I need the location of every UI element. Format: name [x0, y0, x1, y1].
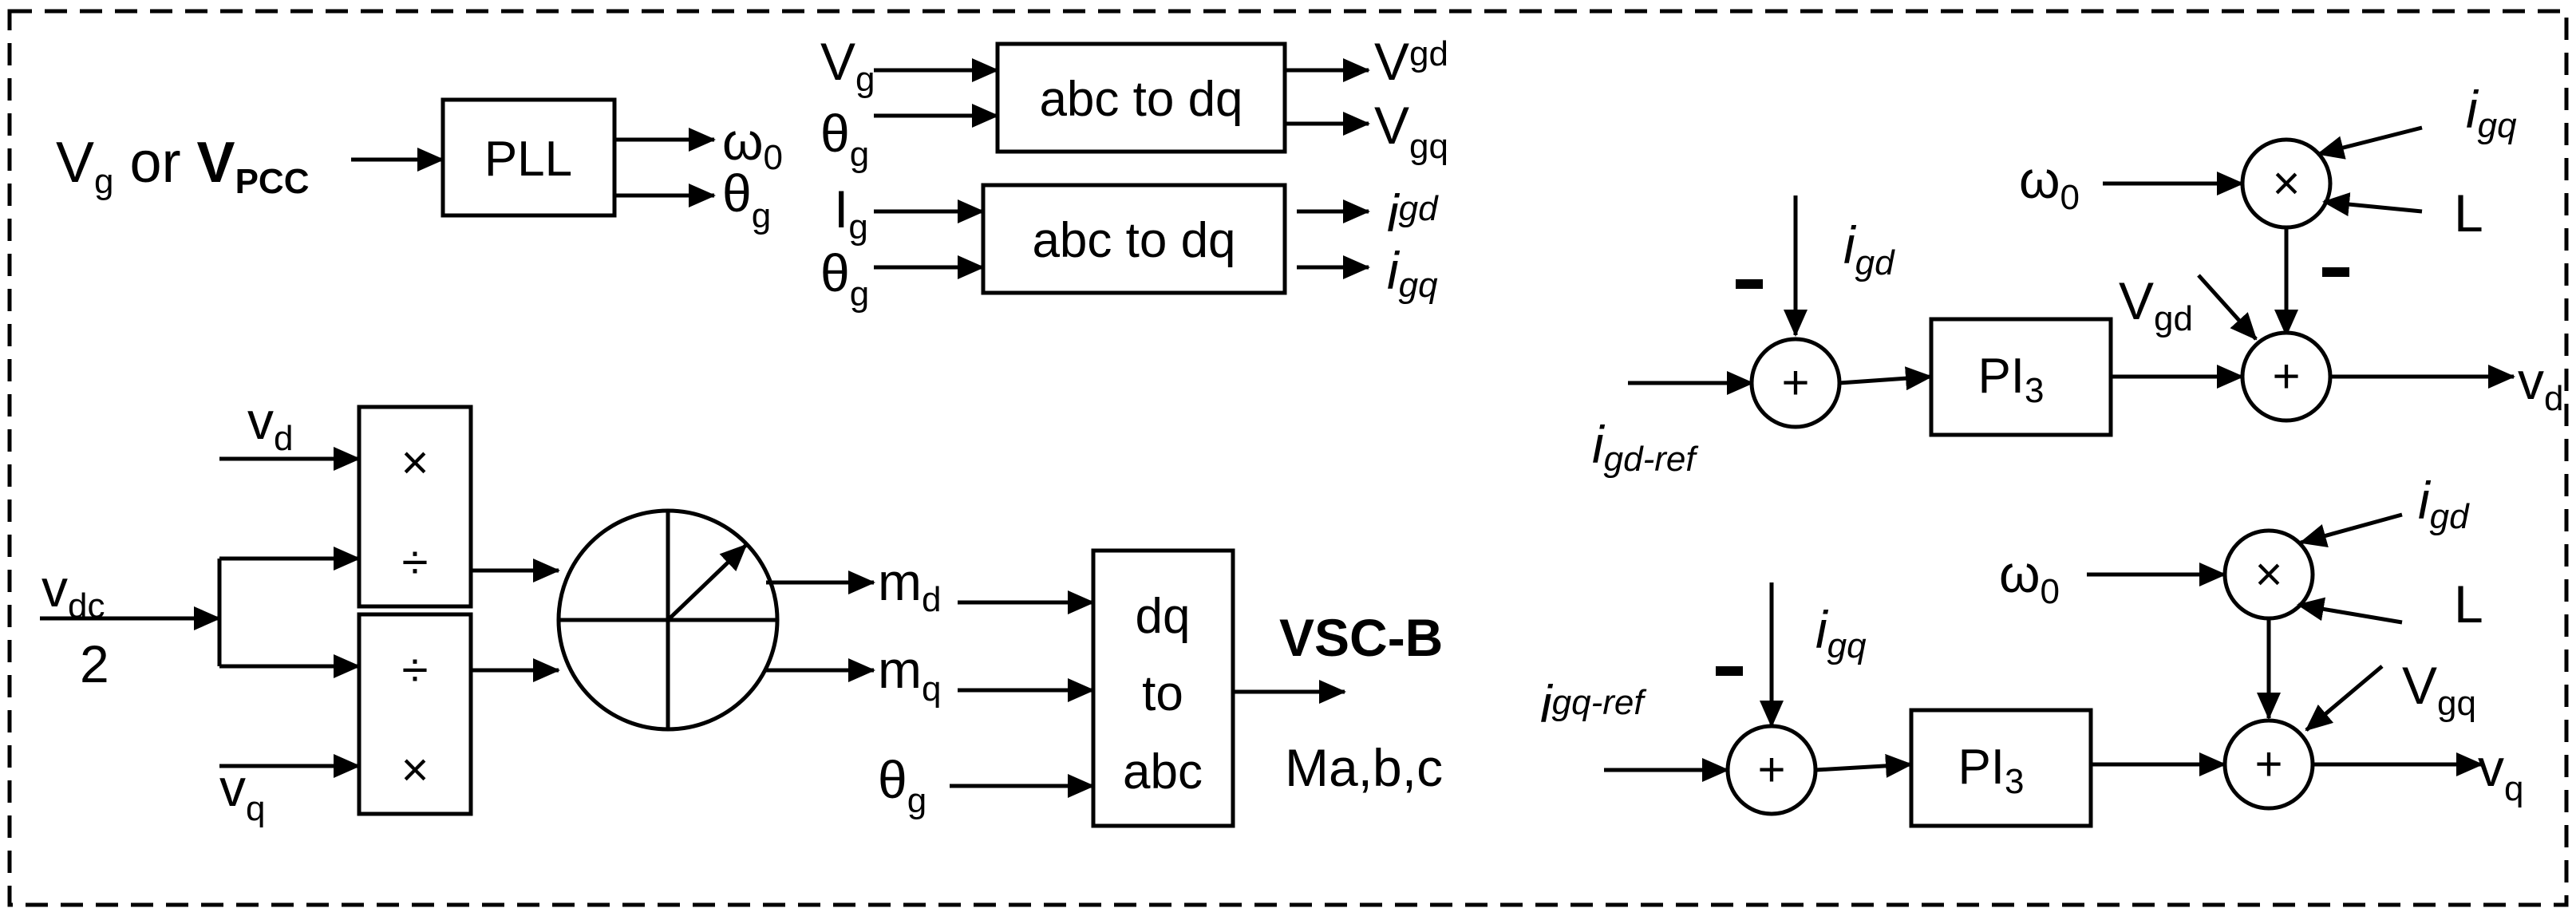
abc-to-dq-current-section: Ig θg abc to dq igd igq [820, 180, 1439, 314]
q-cross-mult-symbol: × [2254, 547, 2282, 601]
mq-label: mq [878, 640, 941, 709]
d-cross-mult-symbol: × [2272, 156, 2300, 210]
div-q-symbol: ÷ [402, 643, 429, 697]
pll-input-label: Vg or VPCC [56, 131, 309, 201]
abcdq-v-block [995, 41, 1287, 154]
modulation-section: vd vq vdc 2 × ÷ ÷ × md mq θg dq to abc [40, 391, 1443, 828]
q-error-sum-symbol: + [1757, 743, 1785, 796]
abc-to-dq-voltage-section: Vg θg abc to dq Vgd Vgq [820, 32, 1448, 174]
q-ref-label: igq-ref [1540, 674, 1647, 733]
abcdq-v-in1-label: Vg [820, 32, 875, 99]
d-i-cross-arrow [2317, 125, 2423, 160]
mult-d-symbol: × [401, 436, 429, 489]
d-ref-label: igd-ref [1592, 415, 1699, 479]
q-i-cross-arrow [2299, 512, 2403, 547]
vd-label: vd [247, 391, 293, 458]
abcdq-i-block [981, 183, 1287, 295]
dq-to-abc-line3: abc [1123, 744, 1203, 800]
abcdq-i-out2-label: igq [1387, 241, 1438, 305]
q-L-label: L [2454, 574, 2483, 634]
d-output-sum-symbol: + [2272, 349, 2300, 403]
d-cross-minus-sign [2322, 267, 2349, 277]
d-output-label: vd [2518, 351, 2563, 418]
dq-to-abc-line1: dq [1136, 589, 1191, 644]
q-axis-loop: ω0 × igd L igq igq-ref + PI3 Vgq + vq [1540, 471, 2523, 828]
vdc-denominator-label: 2 [80, 634, 109, 693]
d-pi-label: PI3 [1977, 349, 2044, 410]
q-vg-arrow [2305, 665, 2384, 732]
q-fb-minus-sign [1716, 666, 1743, 676]
md-label: md [878, 552, 941, 619]
d-error-sum-symbol: + [1781, 356, 1809, 409]
pll-theta-label: θg [722, 164, 771, 235]
pll-omega-label: ω0 [722, 112, 783, 177]
abcdq-v-out1-label: Vgd [1374, 32, 1448, 91]
q-i-cross-label: igd [2418, 471, 2470, 536]
dashed-border [7, 9, 2569, 907]
abcdq-i-in2-label: θg [820, 243, 869, 314]
q-vg-label: Vgq [2402, 656, 2476, 723]
d-vg-arrow [2197, 274, 2258, 341]
d-L-arrow [2322, 192, 2423, 217]
vdc-label: vdc [41, 559, 105, 626]
abcdq-i-in1-label: Ig [834, 180, 868, 247]
q-pi-block [1909, 708, 2093, 828]
abcdq-v-block-label: abc to dq [1039, 72, 1243, 127]
mult-div-block-q [357, 612, 473, 816]
ma-b-c-label: Ma,b,c [1285, 738, 1443, 797]
abcdq-v-out2-label: Vgq [1374, 96, 1448, 166]
d-omega-label: ω0 [2019, 150, 2080, 217]
div-d-symbol: ÷ [402, 535, 429, 589]
mult-q-symbol: × [401, 743, 429, 796]
q-i-fb-label: igq [1815, 600, 1867, 665]
q-sum-to-pi-arrow [1815, 753, 1913, 778]
d-pi-block [1929, 317, 2113, 437]
d-i-cross-label: igq [2466, 80, 2517, 145]
mult-div-block-d [357, 405, 473, 609]
dq-to-abc-line2: to [1142, 666, 1183, 721]
theta-g-label: θg [878, 750, 926, 820]
vsc-b-label: VSC-B [1279, 608, 1443, 667]
pll-section: Vg or VPCC PLL ω0 θg [56, 97, 783, 235]
d-axis-loop: ω0 × igq L igd igd-ref + PI3 Vgd + vd [1592, 80, 2563, 479]
polar-vector-arrow [666, 543, 748, 622]
q-output-label: vq [2478, 738, 2523, 808]
q-output-sum-symbol: + [2254, 737, 2282, 791]
q-L-arrow [2297, 597, 2403, 625]
dq-to-abc-block [1091, 548, 1235, 828]
pll-block [441, 97, 617, 218]
abcdq-i-out1-label: igd [1387, 184, 1439, 243]
q-omega-label: ω0 [1999, 544, 2060, 611]
q-pi-label: PI3 [1958, 740, 2024, 801]
d-vg-label: Vgd [2119, 271, 2193, 338]
vq-label: vq [219, 758, 265, 828]
abcdq-i-block-label: abc to dq [1032, 213, 1235, 268]
abcdq-v-in2-label: θg [820, 104, 869, 174]
d-sum-to-pi-arrow [1839, 366, 1933, 391]
d-L-label: L [2454, 184, 2483, 243]
d-fb-minus-sign [1736, 279, 1763, 289]
d-i-fb-label: igd [1843, 215, 1895, 282]
pll-block-label: PLL [484, 132, 572, 187]
